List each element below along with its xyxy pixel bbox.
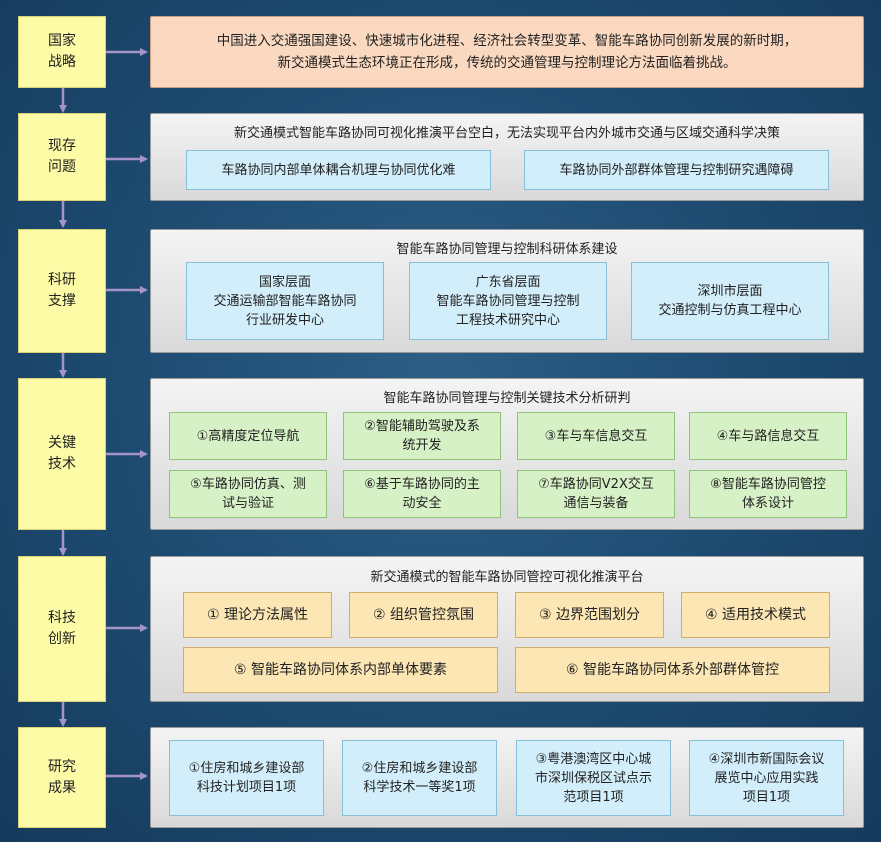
label-keytech: 关键 技术 — [18, 378, 106, 530]
keytech-title: 智能车路协同管理与控制关键技术分析研判 — [383, 391, 631, 406]
innovation-panel: 新交通模式的智能车路协同管控可视化推演平台 ① 理论方法属性 ② 组织管控氛围 … — [150, 556, 864, 702]
result-item-3: ③粤港澳湾区中心城 市深圳保税区试点示 范项目1项 — [516, 740, 671, 816]
innovation-item-3: ③ 边界范围划分 — [515, 592, 664, 638]
problems-title: 新交通模式智能车路协同可视化推演平台空白，无法实现平台内外城市交通与区域交通科学… — [233, 126, 780, 141]
innovation-item-4: ④ 适用技术模式 — [681, 592, 830, 638]
result-item-2: ②住房和城乡建设部 科学技术一等奖1项 — [342, 740, 497, 816]
keytech-panel: 智能车路协同管理与控制关键技术分析研判 ①高精度定位导航 ②智能辅助驾驶及系 统… — [150, 378, 864, 530]
label-problems: 现存 问题 — [18, 113, 106, 201]
research-item-1: 国家层面 交通运输部智能车路协同 行业研发中心 — [186, 262, 384, 340]
innovation-title: 新交通模式的智能车路协同管控可视化推演平台 — [370, 570, 644, 585]
result-item-1: ①住房和城乡建设部 科技计划项目1项 — [169, 740, 324, 816]
innovation-item-2: ② 组织管控氛围 — [349, 592, 498, 638]
research-title: 智能车路协同管理与控制科研体系建设 — [396, 242, 618, 257]
label-innovation: 科技 创新 — [18, 556, 106, 702]
keytech-item-6: ⑥基于车路协同的主 动安全 — [343, 470, 501, 518]
keytech-item-4: ④车与路信息交互 — [689, 412, 847, 460]
problem-item-2: 车路协同外部群体管理与控制研究遇障碍 — [524, 150, 829, 190]
keytech-item-7: ⑦车路协同V2X交互 通信与装备 — [517, 470, 675, 518]
keytech-item-8: ⑧智能车路协同管控 体系设计 — [689, 470, 847, 518]
research-panel: 智能车路协同管理与控制科研体系建设 国家层面 交通运输部智能车路协同 行业研发中… — [150, 229, 864, 353]
innovation-item-5: ⑤ 智能车路协同体系内部单体要素 — [183, 647, 498, 693]
label-research: 科研 支撑 — [18, 229, 106, 353]
problems-panel: 新交通模式智能车路协同可视化推演平台空白，无法实现平台内外城市交通与区域交通科学… — [150, 113, 864, 201]
keytech-item-3: ③车与车信息交互 — [517, 412, 675, 460]
label-results: 研究 成果 — [18, 727, 106, 828]
results-panel: ①住房和城乡建设部 科技计划项目1项 ②住房和城乡建设部 科学技术一等奖1项 ③… — [150, 727, 864, 828]
problem-item-1: 车路协同内部单体耦合机理与协同优化难 — [186, 150, 491, 190]
research-item-2: 广东省层面 智能车路协同管理与控制 工程技术研究中心 — [409, 262, 607, 340]
keytech-item-1: ①高精度定位导航 — [169, 412, 327, 460]
innovation-item-1: ① 理论方法属性 — [183, 592, 332, 638]
innovation-item-6: ⑥ 智能车路协同体系外部群体管控 — [515, 647, 830, 693]
strategy-text: 中国进入交通强国建设、快速城市化进程、经济社会转型变革、智能车路协同创新发展的新… — [150, 16, 864, 88]
keytech-item-5: ⑤车路协同仿真、测 试与验证 — [169, 470, 327, 518]
result-item-4: ④深圳市新国际会议 展览中心应用实践 项目1项 — [689, 740, 844, 816]
keytech-item-2: ②智能辅助驾驶及系 统开发 — [343, 412, 501, 460]
label-strategy: 国家 战略 — [18, 16, 106, 88]
research-item-3: 深圳市层面 交通控制与仿真工程中心 — [631, 262, 829, 340]
